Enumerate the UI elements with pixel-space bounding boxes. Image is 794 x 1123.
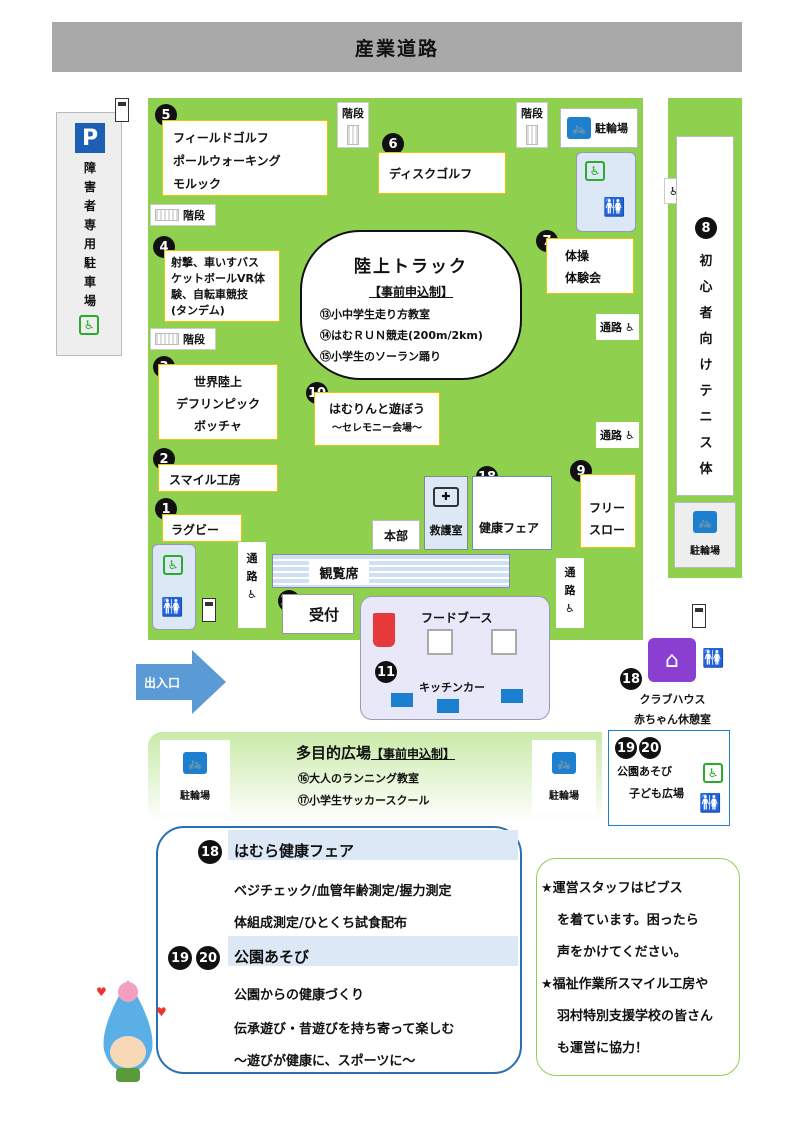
passage-1: 通路♿ bbox=[596, 314, 639, 340]
passage-vertical-right: 通路♿ bbox=[556, 558, 584, 628]
stairs-top-1: 階段 bbox=[337, 102, 369, 148]
truck-icon bbox=[501, 689, 523, 703]
first-aid-icon: ✚ bbox=[433, 487, 459, 507]
disabled-parking: P 障害者専用駐車場 ♿ bbox=[56, 112, 122, 356]
stairs-top-2: 階段 bbox=[516, 102, 548, 148]
mascot-character: ♥ ♥ bbox=[86, 976, 170, 1086]
truck-icon bbox=[391, 693, 413, 707]
stairs-left-1: 階段 bbox=[150, 204, 216, 226]
accessible-icon: ♿ bbox=[585, 161, 605, 181]
info-box: 18 はむら健康フェア ベジチェック/血管年齢測定/握力測定 体組成測定/ひとく… bbox=[156, 826, 522, 1074]
spectator-stands: 観覧席 bbox=[272, 554, 510, 588]
park-number-19: 19 bbox=[615, 737, 637, 759]
area-3-box: 世界陸上デフリンピックボッチャ bbox=[158, 364, 278, 440]
restroom-icon: 🚻 bbox=[702, 648, 725, 669]
entrance-arrow[interactable]: 出入口 bbox=[136, 650, 228, 714]
wheelchair-icon: ♿ bbox=[625, 428, 635, 442]
accessible-icon: ♿ bbox=[703, 763, 723, 783]
vending-machine-icon bbox=[115, 98, 129, 122]
area-1-box: ラグビー bbox=[162, 514, 242, 542]
stairs-left-2: 階段 bbox=[150, 328, 216, 350]
passage-2: 通路♿ bbox=[596, 422, 639, 448]
area-7-box: 体操体験会 bbox=[546, 238, 634, 294]
restroom-left: ♿ 🚻 bbox=[152, 544, 196, 630]
park-area: 19 20 公園あそび 子ども広場 ♿ 🚻 bbox=[608, 730, 730, 826]
clubhouse-label: クラブハウス赤ちゃん休憩室 bbox=[634, 693, 711, 726]
reception: 受付 bbox=[282, 594, 354, 634]
first-aid-room: ✚ 救護室 bbox=[424, 476, 468, 550]
accessible-icon: ♿ bbox=[79, 315, 99, 335]
bike-parking-right: 🚲駐輪場 bbox=[674, 502, 736, 568]
table-icon bbox=[427, 629, 453, 655]
bike-parking-multi-right: 🚲駐輪場 bbox=[532, 740, 596, 814]
park-number-20: 20 bbox=[639, 737, 661, 759]
vending-machine-icon bbox=[692, 604, 706, 628]
parking-p-icon: P bbox=[75, 123, 105, 153]
park-number-19-info: 19 bbox=[168, 946, 192, 970]
vending-machine-icon bbox=[202, 598, 216, 622]
drink-icon bbox=[373, 613, 395, 647]
table-icon bbox=[491, 629, 517, 655]
bike-parking-top: 🚲駐輪場 bbox=[560, 108, 638, 148]
truck-icon bbox=[437, 699, 459, 713]
bicycle-icon: 🚲 bbox=[183, 752, 207, 774]
area-4-box: 射撃、車いすバスケットボールVR体験、自転車競技(タンデム) bbox=[164, 250, 280, 322]
accessible-icon: ♿ bbox=[163, 555, 183, 575]
restroom-icon: 🚻 bbox=[161, 597, 184, 618]
road-label: 産業道路 bbox=[354, 37, 439, 60]
wheelchair-icon: ♿ bbox=[625, 320, 635, 334]
headquarters: 本部 bbox=[372, 520, 420, 550]
bicycle-icon: 🚲 bbox=[552, 752, 576, 774]
park-number-20-info: 20 bbox=[196, 946, 220, 970]
restroom-icon: 🚻 bbox=[603, 197, 626, 218]
clubhouse-number: 18 bbox=[620, 668, 642, 690]
clubhouse-icon: ⌂ bbox=[648, 638, 696, 682]
note-box: ★運営スタッフはビブス を着ています。困ったら 声をかけてください。 ★福祉作業… bbox=[536, 858, 740, 1076]
passage-vertical-left: 通路♿ bbox=[238, 542, 266, 628]
restroom-right: ♿ 🚻 bbox=[576, 152, 636, 232]
area-5-box: フィールドゴルフポールウォーキングモルック bbox=[162, 120, 328, 196]
restroom-icon: 🚻 bbox=[699, 793, 722, 814]
area-8-box: 8 初心者向けテニス体 bbox=[676, 136, 734, 496]
bicycle-icon: 🚲 bbox=[567, 117, 591, 139]
area-18-box: 健康フェア bbox=[472, 476, 552, 550]
area-9-box: フリースロー bbox=[580, 474, 636, 548]
bicycle-icon: 🚲 bbox=[693, 511, 717, 533]
svg-text:♥: ♥ bbox=[96, 985, 107, 999]
bike-parking-multi-left: 🚲駐輪場 bbox=[160, 740, 230, 814]
wheelchair-icon: ♿ bbox=[247, 588, 257, 601]
area-6-number: 6 bbox=[382, 133, 404, 155]
parking-label: 障害者専用駐車場 bbox=[83, 161, 96, 308]
industrial-road: 産業道路 bbox=[52, 22, 742, 72]
wheelchair-icon: ♿ bbox=[669, 184, 679, 198]
fair-number: 18 bbox=[198, 840, 222, 864]
food-booth-area: フードブース 11 キッチンカー bbox=[360, 596, 550, 720]
wheelchair-icon: ♿ bbox=[565, 602, 575, 615]
food-number: 11 bbox=[375, 661, 397, 683]
area-10-box: はむりんと遊ぼう～セレモニー会場～ bbox=[314, 392, 440, 446]
area-6-box: ディスクゴルフ bbox=[378, 152, 506, 194]
area-8-number: 8 bbox=[695, 217, 717, 239]
area-2-box: スマイル工房 bbox=[158, 464, 278, 492]
svg-text:♥: ♥ bbox=[156, 1005, 167, 1019]
